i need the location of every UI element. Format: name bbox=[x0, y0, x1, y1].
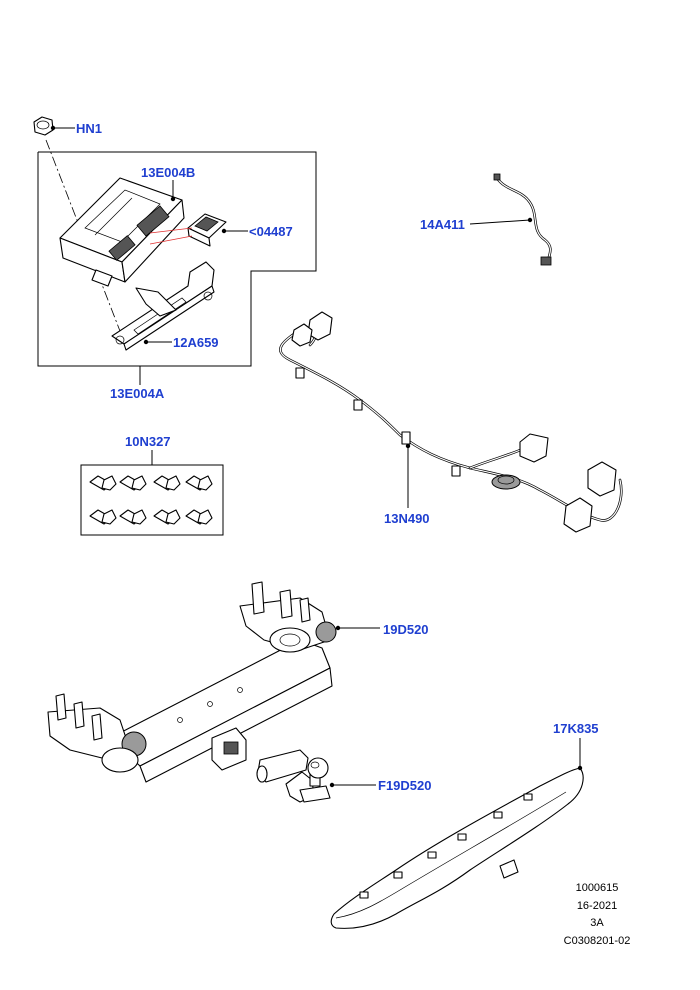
tow-bar bbox=[47, 581, 337, 783]
callout-kit: 13E004A bbox=[110, 386, 165, 401]
ref-line-4: C0308201-02 bbox=[564, 935, 631, 947]
main-wiring-harness bbox=[279, 311, 623, 533]
callout-bracket: 12A659 bbox=[173, 335, 219, 350]
ref-line-1: 1000615 bbox=[576, 882, 619, 894]
connector bbox=[187, 213, 227, 247]
callout-bolts: 10N327 bbox=[125, 434, 171, 449]
mounting-bracket bbox=[111, 261, 215, 351]
callout-cover: 17K835 bbox=[553, 721, 599, 736]
callout-module: 13E004B bbox=[141, 165, 195, 180]
callout-harness-small: 14A411 bbox=[420, 217, 465, 232]
callout-tow-bar: 19D520 bbox=[383, 622, 429, 637]
bumper-cover bbox=[330, 767, 584, 929]
bolt-set bbox=[89, 475, 213, 525]
bolts-box bbox=[80, 464, 224, 536]
ref-line-2: 16-2021 bbox=[577, 900, 617, 912]
small-wiring-harness bbox=[493, 173, 552, 266]
callout-ball: F19D520 bbox=[378, 778, 431, 793]
callout-harness-main: 13N490 bbox=[384, 511, 430, 526]
hn1-nut bbox=[33, 116, 54, 136]
ref-line-3: 3A bbox=[590, 917, 604, 929]
connector-guide-red-1 bbox=[149, 227, 193, 234]
kit-outline bbox=[37, 151, 317, 367]
callout-hn1: HN1 bbox=[76, 121, 102, 136]
tow-ball bbox=[256, 749, 331, 803]
callout-connector: <04487 bbox=[249, 224, 293, 239]
trailer-module bbox=[59, 177, 185, 287]
connector-guide-red-2 bbox=[149, 235, 193, 245]
